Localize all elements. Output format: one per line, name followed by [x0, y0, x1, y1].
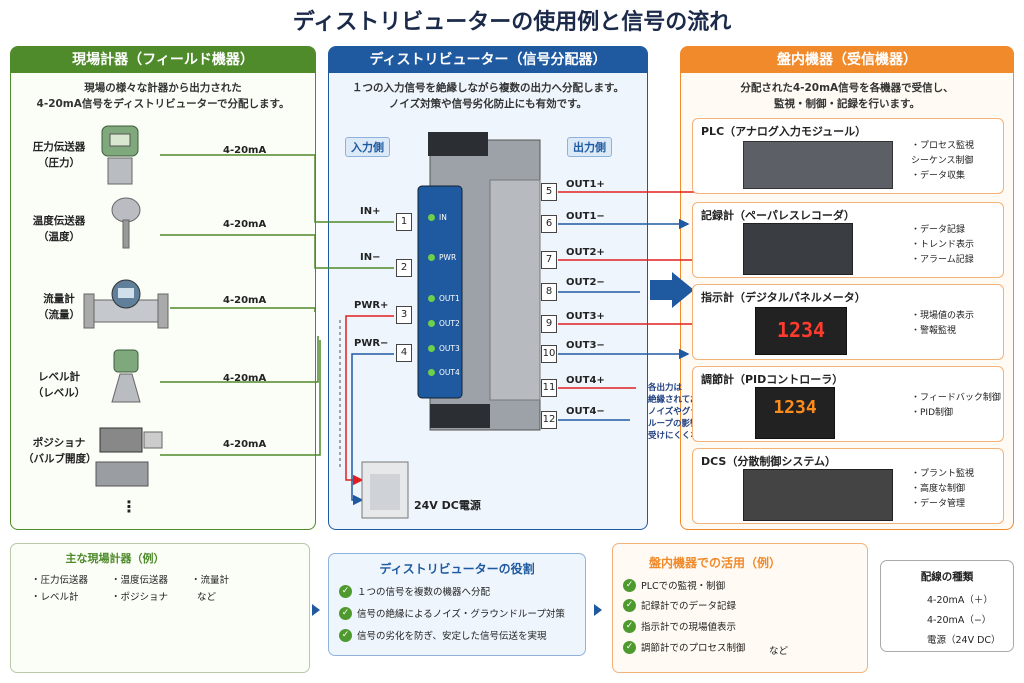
recorder-title: 記録計（ペーパレスレコーダ）	[701, 209, 855, 222]
wiring-legend: 配線の種類 4-20mA（＋） 4-20mA（−） 電源（24V DC）	[880, 560, 1014, 652]
page-title: ディストリビューターの使用例と信号の流れ	[292, 10, 732, 35]
terminal-1: 1	[396, 213, 412, 231]
terminal-label-out2-minus: OUT2−	[566, 277, 605, 288]
recorder-icon	[743, 223, 853, 275]
terminal-4: 4	[396, 344, 412, 362]
terminal-8: 8	[541, 283, 557, 301]
receiver-card-recorder: 記録計（ペーパレスレコーダ） ・データ記録・トレンド表示・アラーム記録	[692, 202, 1004, 278]
terminal-10: 10	[541, 345, 557, 363]
plc-title: PLC（アナログ入力モジュール）	[701, 125, 867, 138]
positioner-icon	[95, 427, 163, 487]
receiver-header: 盤内機器（受信機器）	[681, 47, 1013, 73]
more-devices-ellipsis: ⋮	[121, 497, 137, 516]
terminal-2: 2	[396, 259, 412, 277]
terminal-label-out4-minus: OUT4−	[566, 406, 605, 417]
flow-arrow-icon	[650, 272, 694, 308]
distributor-led-panel: IN PWR OUT1 OUT2 OUT3 OUT4	[418, 186, 462, 398]
led-out3-indicator: OUT3	[428, 344, 460, 354]
indicator-display: 1234	[755, 307, 847, 355]
wiring-legend-title: 配線の種類	[920, 571, 974, 583]
distributor-role-title: ディストリビューターの役割	[379, 562, 535, 576]
isolation-note: 各出力は絶縁されており、ノイズやグラウンドループの影響を受けにくくなります。	[648, 383, 732, 441]
receiver-card-dcs: DCS（分散制御システム） ・プラント監視・高度な制御・データ管理	[692, 448, 1004, 524]
distributor-role-box: ディストリビューターの役割 １つの信号を複数の機器へ分配 信号の絶縁によるノイズ…	[328, 553, 586, 656]
dcs-icon	[743, 469, 893, 521]
terminal-label-pwr-minus: PWR−	[354, 338, 389, 349]
terminal-6: 6	[541, 215, 557, 233]
plc-icon	[743, 141, 893, 189]
device-positioner: ポジショナ（バルブ開度）	[23, 437, 97, 465]
terminal-11: 11	[541, 379, 557, 397]
distributor-description: １つの入力信号を絶縁しながら複数の出力へ分配します。ノイズ対策や信号劣化防止にも…	[352, 82, 624, 110]
receiver-card-plc: PLC（アナログ入力モジュール） ・プロセス監視シーケンス制御・データ収集	[692, 118, 1004, 194]
terminal-label-pwr-plus: PWR+	[354, 300, 389, 311]
panel-usage-box: 盤内機器での活用（例） PLCでの監視・制御 記録計でのデータ記録 指示計での現…	[612, 543, 868, 673]
level-meter-icon	[111, 349, 141, 403]
chevron-right-icon	[312, 604, 320, 616]
led-out2-indicator: OUT2	[428, 319, 460, 329]
receiver-card-controller: 調節計（PIDコントローラ） 1234 ・フィードバック制御・PID制御	[692, 366, 1004, 442]
terminal-5: 5	[541, 183, 557, 201]
device-pressure-transmitter: 圧力伝送器（圧力）	[32, 141, 86, 169]
dcs-title: DCS（分散制御システム）	[701, 455, 836, 468]
terminal-label-out2-plus: OUT2+	[566, 247, 605, 258]
led-out4-indicator: OUT4	[428, 368, 460, 378]
terminal-label-out3-plus: OUT3+	[566, 311, 605, 322]
distributor-header: ディストリビューター（信号分配器）	[329, 47, 647, 73]
controller-display: 1234	[755, 387, 835, 439]
main-field-devices-box: 主な現場計器（例） ・圧力伝送器 ・温度伝送器 ・流量計 ・レベル計 ・ポジショ…	[10, 543, 310, 673]
receiver-description: 分配された4-20mA信号を各機器で受信し、監視・制御・記録を行います。	[740, 82, 954, 110]
main-field-devices-title: 主な現場計器（例）	[65, 552, 165, 565]
indicator-title: 指示計（デジタルパネルメータ）	[701, 291, 866, 304]
power-supply-icon	[361, 461, 409, 519]
signal-label: 4-20mA	[223, 439, 267, 450]
input-side-label: 入力側	[345, 137, 390, 157]
chevron-right-icon	[594, 604, 602, 616]
terminal-label-out1-minus: OUT1−	[566, 211, 605, 222]
output-side-label: 出力側	[567, 137, 612, 157]
terminal-12: 12	[541, 411, 557, 429]
signal-label: 4-20mA	[223, 295, 267, 306]
field-devices-header: 現場計器（フィールド機器）	[11, 47, 315, 73]
terminal-3: 3	[396, 306, 412, 324]
signal-label: 4-20mA	[223, 145, 267, 156]
led-in-indicator: IN	[428, 213, 447, 223]
terminal-label-out3-minus: OUT3−	[566, 340, 605, 351]
signal-label: 4-20mA	[223, 219, 267, 230]
device-flow-meter: 流量計（流量）	[38, 293, 80, 321]
temperature-transmitter-icon	[111, 197, 141, 249]
led-out1-indicator: OUT1	[428, 294, 460, 304]
signal-label: 4-20mA	[223, 373, 267, 384]
terminal-label-out4-plus: OUT4+	[566, 375, 605, 386]
flow-meter-icon	[83, 279, 169, 329]
terminal-label-out1-plus: OUT1+	[566, 179, 605, 190]
terminal-7: 7	[541, 251, 557, 269]
power-supply-label: 24V DC電源	[414, 499, 481, 512]
terminal-label-in-plus: IN+	[360, 206, 381, 217]
distributor-module-icon	[417, 132, 541, 431]
panel-usage-title: 盤内機器での活用（例）	[648, 556, 781, 570]
receiver-card-indicator: 指示計（デジタルパネルメータ） 1234 ・現場値の表示・警報監視	[692, 284, 1004, 360]
led-pwr-indicator: PWR	[428, 253, 456, 263]
terminal-9: 9	[541, 315, 557, 333]
controller-title: 調節計（PIDコントローラ）	[701, 373, 844, 386]
terminal-label-in-minus: IN−	[360, 252, 381, 263]
pressure-transmitter-icon	[101, 125, 139, 185]
device-temperature-transmitter: 温度伝送器（温度）	[32, 215, 86, 243]
device-level-meter: レベル計（レベル）	[32, 371, 86, 399]
